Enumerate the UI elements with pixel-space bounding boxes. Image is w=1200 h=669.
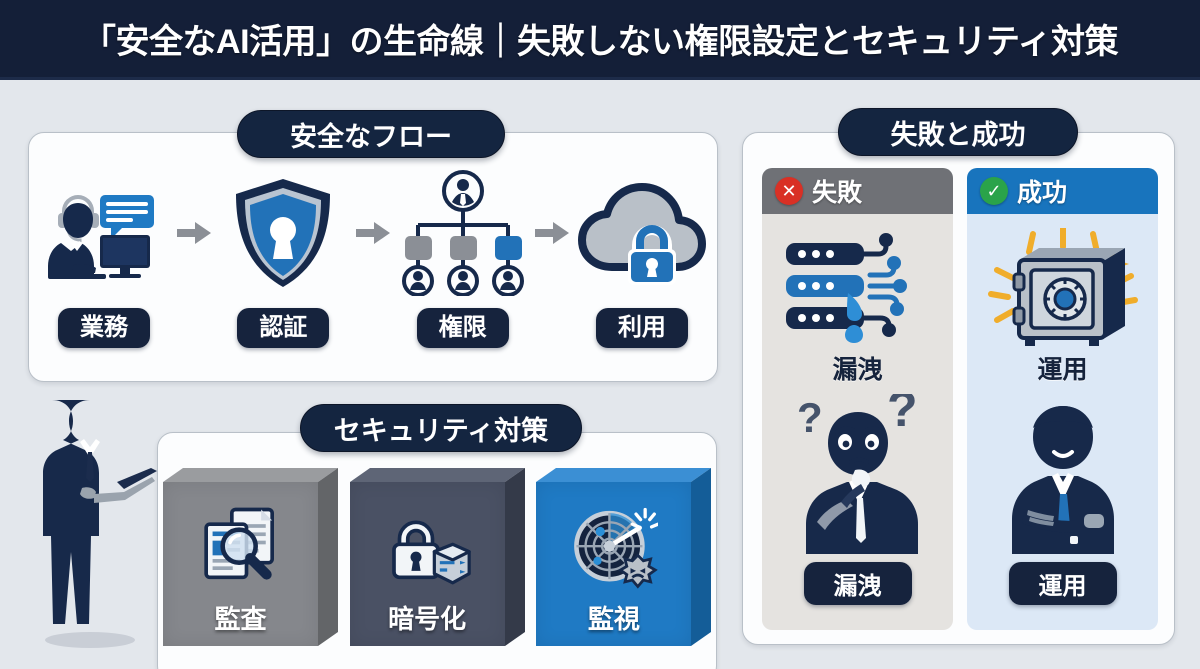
check-circle-icon: ✓ [980, 177, 1008, 205]
flow-step-authentication[interactable]: 認証 [219, 158, 347, 349]
outcome-column-failure[interactable]: ✕ 失敗 [762, 168, 953, 630]
outcome-columns-row: ✕ 失敗 [762, 168, 1158, 630]
success-body: 運用 運用 [967, 214, 1158, 630]
outcome-header-pill: 失敗と成功 [838, 108, 1078, 156]
outcome-header-label: 失敗と成功 [890, 119, 1026, 150]
success-status-header: ✓ 成功 [967, 168, 1158, 214]
confident-businessman-icon [1011, 406, 1114, 554]
cross-circle-icon: ✕ [775, 177, 803, 205]
cloud-lock-icon [577, 183, 706, 285]
failure-status-header: ✕ 失敗 [762, 168, 953, 214]
success-pill-label: 運用 [1008, 562, 1117, 605]
failure-pill-label: 漏洩 [803, 562, 912, 605]
flow-arrow-2 [353, 158, 393, 308]
success-art [985, 226, 1141, 348]
org-chart-permissions-icon [401, 170, 524, 296]
security-box-encryption[interactable]: 暗号化 [349, 468, 525, 646]
flow-step-label: 権限 [416, 308, 509, 349]
flow-step-art [231, 158, 335, 308]
security-box-face [163, 482, 318, 646]
radar-malware-icon [573, 507, 658, 589]
confused-businessman-icon: ? ? [797, 394, 918, 554]
flow-arrow-1 [174, 158, 214, 308]
flow-step-label: 認証 [237, 308, 330, 349]
security-box-label: 暗号化 [388, 604, 467, 634]
failure-caption: 漏洩 [832, 356, 883, 384]
security-header-label: セキュリティ対策 [333, 415, 549, 446]
flow-step-operation[interactable]: 業務 [40, 158, 168, 349]
arrow-right-icon [355, 222, 390, 244]
arrow-right-icon [535, 222, 570, 244]
outcome-column-success[interactable]: ✓ 成功 [967, 168, 1158, 630]
flow-header-label: 安全なフロー [290, 121, 452, 152]
success-status-label: 成功 [1017, 179, 1068, 207]
success-person-art [988, 386, 1138, 554]
security-header-pill: セキュリティ対策 [300, 404, 582, 452]
failure-body: 漏洩 ? ? [762, 214, 953, 630]
secure-safe-icon [987, 228, 1138, 346]
arrow-right-icon [176, 222, 211, 244]
security-box-monitoring[interactable]: 監視 [536, 468, 712, 646]
svg-text:?: ? [797, 394, 823, 441]
failure-person-art: ? ? [783, 386, 933, 554]
security-box-face [536, 482, 691, 646]
businessman-with-laptop-icon [43, 400, 157, 648]
security-box-face [350, 482, 505, 646]
security-box-label: 監査 [214, 604, 267, 634]
flow-step-label: 利用 [595, 308, 688, 349]
failure-art [782, 226, 934, 348]
security-boxes-row: 監査 暗号化 [163, 468, 712, 668]
document-magnifier-icon [203, 507, 274, 580]
security-box-audit[interactable]: 監査 [163, 468, 338, 646]
flow-step-permissions[interactable]: 権限 [398, 158, 528, 349]
flow-header-pill: 安全なフロー [237, 110, 505, 158]
success-caption: 運用 [1037, 356, 1088, 384]
flow-step-art [41, 158, 167, 308]
svg-text:?: ? [887, 394, 918, 437]
flow-step-label: 業務 [58, 308, 150, 349]
failure-status-label: 失敗 [812, 179, 863, 207]
title-banner: 「安全なAI活用」の生命線｜失敗しない権限設定とセキュリティ対策 [0, 0, 1200, 80]
flow-step-art [398, 158, 528, 308]
flow-step-usage[interactable]: 利用 [577, 158, 706, 349]
page-title: 「安全なAI活用」の生命線｜失敗しない権限設定とセキュリティ対策 [82, 23, 1118, 61]
shield-keyhole-icon [236, 179, 331, 287]
server-data-leak-icon [785, 233, 907, 343]
security-box-label: 監視 [587, 604, 640, 634]
flow-arrow-3 [532, 158, 572, 308]
flow-step-art [577, 158, 706, 308]
flow-steps-row: 業務 認証 [40, 158, 706, 368]
operator-headset-computer-icon [48, 195, 154, 279]
padlock-cube-icon [392, 520, 471, 585]
